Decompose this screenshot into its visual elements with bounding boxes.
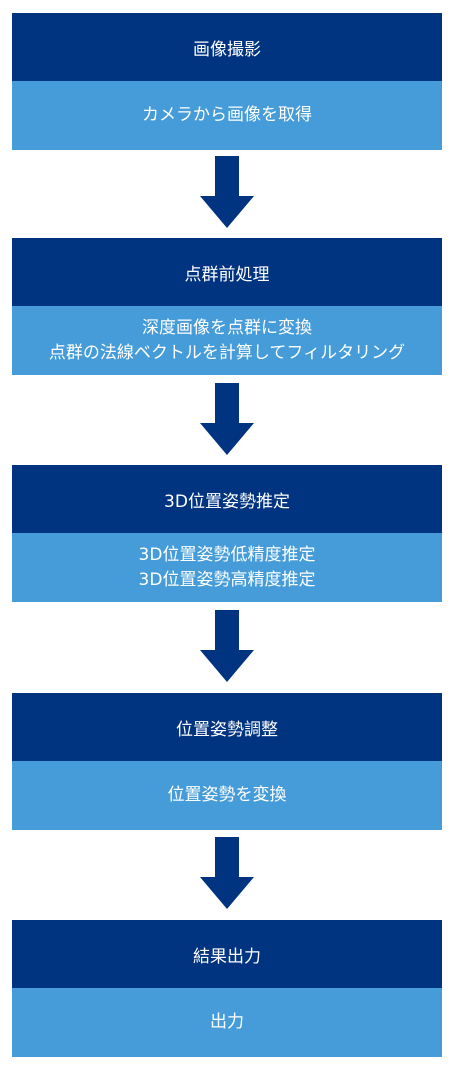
step-description-line: カメラから画像を取得 — [142, 105, 312, 125]
step-description-line: 出力 — [210, 1012, 244, 1032]
step-description-line: 点群の法線ベクトルを計算してフィルタリング — [48, 342, 406, 363]
step-image-capture: 画像撮影 カメラから画像を取得 — [12, 13, 442, 150]
down-arrow-icon — [200, 610, 254, 682]
step-description: 深度画像を点群に変換 点群の法線ベクトルを計算してフィルタリング — [12, 306, 442, 375]
step-title: 位置姿勢調整 — [12, 693, 442, 761]
step-description: 位置姿勢を変換 — [12, 761, 442, 830]
step-description-line: 位置姿勢を変換 — [167, 785, 287, 805]
step-title: 点群前処理 — [12, 238, 442, 306]
step-pointcloud-preprocessing: 点群前処理 深度画像を点群に変換 点群の法線ベクトルを計算してフィルタリング — [12, 238, 442, 375]
down-arrow-icon — [200, 383, 254, 455]
step-title: 3D位置姿勢推定 — [12, 465, 442, 533]
down-arrow-icon — [200, 156, 254, 228]
down-arrow-icon — [200, 837, 254, 909]
step-description-line: 3D位置姿勢低精度推定 — [138, 544, 316, 565]
step-description-line: 3D位置姿勢高精度推定 — [138, 569, 316, 590]
step-pose-adjustment: 位置姿勢調整 位置姿勢を変換 — [12, 693, 442, 830]
step-title: 結果出力 — [12, 920, 442, 988]
step-3d-pose-estimation: 3D位置姿勢推定 3D位置姿勢低精度推定 3D位置姿勢高精度推定 — [12, 465, 442, 602]
step-description: カメラから画像を取得 — [12, 81, 442, 150]
step-title: 画像撮影 — [12, 13, 442, 81]
step-description: 出力 — [12, 988, 442, 1057]
step-result-output: 結果出力 出力 — [12, 920, 442, 1057]
step-description-line: 深度画像を点群に変換 — [142, 317, 312, 338]
step-description: 3D位置姿勢低精度推定 3D位置姿勢高精度推定 — [12, 533, 442, 602]
